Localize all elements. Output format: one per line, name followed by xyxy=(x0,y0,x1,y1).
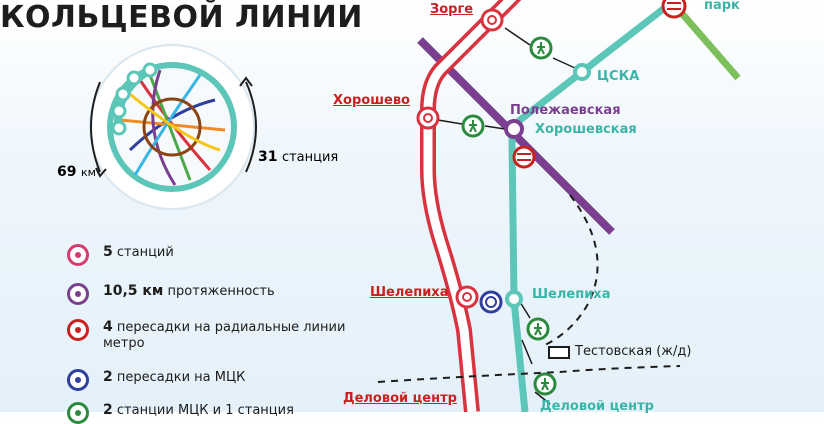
legend-text: 10,5 км протяженность xyxy=(103,283,363,300)
label-zorge[interactable]: Зорге xyxy=(430,2,474,17)
transfer-arrow xyxy=(552,57,576,69)
circle-station-dot xyxy=(142,62,158,78)
metro-transfer-icon xyxy=(661,0,687,19)
legend-row: 10,5 км протяженность xyxy=(67,283,363,305)
length-arrow xyxy=(90,81,101,173)
railway-dashed-bottom xyxy=(377,365,681,383)
legend-text: 2 пересадки на МЦК xyxy=(103,369,363,386)
label-delovoy-teal[interactable]: Деловой центр xyxy=(540,399,654,414)
label-khoroshevo[interactable]: Хорошево xyxy=(333,93,410,108)
label-testovskaya[interactable]: Тестовская (ж/д) xyxy=(575,344,692,359)
stations-unit: станция xyxy=(281,150,339,165)
legend-bold-value: 2 xyxy=(103,402,113,418)
circle-station-dot xyxy=(115,86,131,102)
red-line-outer xyxy=(420,0,522,412)
label-khoroshevskaya[interactable]: Хорошевская xyxy=(535,122,637,137)
railway-dashed xyxy=(544,194,599,346)
legend-description: станции МЦК и 1 станция xyxy=(112,403,294,418)
label-polezhaevskaya[interactable]: Полежаевская xyxy=(510,103,621,118)
train-icon xyxy=(67,244,89,266)
legend-description: станций xyxy=(112,245,174,260)
track-icon xyxy=(67,283,89,305)
circle-station-dot xyxy=(111,120,127,136)
legend-bold-value: 10,5 км xyxy=(103,283,164,299)
transfer-arrow xyxy=(484,125,506,130)
metro-transfer-icon xyxy=(67,319,89,341)
walk-icon xyxy=(461,114,485,138)
transfer-arrow xyxy=(437,119,463,125)
label-shelepikha-red[interactable]: Шелепиха xyxy=(370,285,449,300)
length-value: 69 xyxy=(57,164,77,180)
transfer-arrow xyxy=(504,27,531,46)
walk-icon xyxy=(67,402,89,424)
label-cska[interactable]: ЦСКА xyxy=(597,69,640,84)
walk-icon xyxy=(529,36,553,60)
legend-row: 4 пересадки на радиальные линии метро xyxy=(67,319,363,352)
legend-bold-value: 5 xyxy=(103,244,113,260)
station-polezhaevskaya xyxy=(504,119,524,139)
legend-row: 2 станции МЦК и 1 станция xyxy=(67,402,363,424)
transfer-arrow xyxy=(519,301,531,319)
legend-description: пересадки на радиальные линии метро xyxy=(103,320,346,351)
length-unit: км xyxy=(80,166,96,179)
station-cska xyxy=(573,63,591,81)
legend-description: протяженность xyxy=(163,284,275,299)
legend-description: пересадки на МЦК xyxy=(112,370,246,385)
legend-row: 5 станций xyxy=(67,244,363,266)
rail-station-marker xyxy=(548,346,570,359)
mck-icon xyxy=(479,290,503,314)
mck-icon xyxy=(67,369,89,391)
legend-row: 2 пересадки на МЦК xyxy=(67,369,363,391)
stations-arrow xyxy=(245,81,257,173)
legend-bold-value: 2 xyxy=(103,369,113,385)
label-delovoy-red[interactable]: Деловой центр xyxy=(343,391,457,406)
legend-bold-value: 4 xyxy=(103,319,113,335)
page-title: КОЛЬЦЕВОЙ ЛИНИИ xyxy=(0,0,363,35)
circle-station-dot xyxy=(126,70,142,86)
legend-text: 2 станции МЦК и 1 станция xyxy=(103,402,363,419)
stations-value: 31 xyxy=(258,149,278,165)
metro-transfer-icon xyxy=(512,145,536,169)
station-shelepikha-teal xyxy=(505,290,523,308)
label-shelepikha-teal[interactable]: Шелепиха xyxy=(532,287,611,302)
circle-illustration xyxy=(89,44,257,210)
transfer-arrow xyxy=(521,339,533,365)
stations-stat: 31 станция xyxy=(258,149,338,165)
legend-text: 5 станций xyxy=(103,244,363,261)
length-stat: 69 км xyxy=(57,164,96,180)
transfer-arrow xyxy=(534,391,551,405)
label-park[interactable]: парк xyxy=(704,0,740,13)
circle-station-dot xyxy=(111,103,127,119)
metro-map xyxy=(89,0,741,412)
legend-text: 4 пересадки на радиальные линии метро xyxy=(103,319,363,352)
walk-icon xyxy=(533,372,557,396)
walk-icon xyxy=(526,317,550,341)
